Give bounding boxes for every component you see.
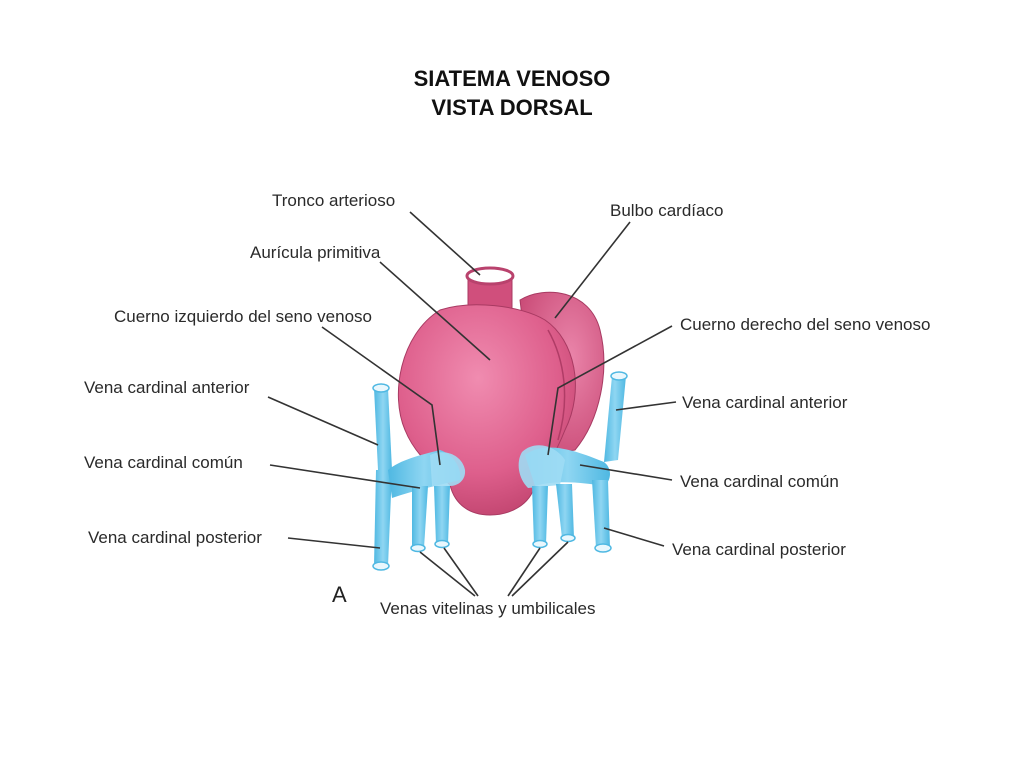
- label-vca-izq: Vena cardinal anterior: [84, 378, 250, 397]
- label-vcp-der: Vena cardinal posterior: [672, 540, 846, 559]
- leader-bulbo-cardiaco: [554, 221, 631, 319]
- label-cuerno-derecho: Cuerno derecho del seno venoso: [680, 315, 930, 334]
- left-posterior-opening: [372, 561, 390, 571]
- right-cuerno-seno-venoso-shape: [518, 445, 565, 488]
- label-vca-der: Vena cardinal anterior: [682, 393, 848, 412]
- tronco-arterioso-opening: [465, 266, 515, 286]
- label-bulbo-cardiaco: Bulbo cardíaco: [610, 201, 723, 220]
- leader-lines: [267, 211, 677, 597]
- left-vitelina-vein-2: [434, 486, 450, 544]
- right-vitelina-opening-1: [532, 539, 548, 549]
- leader-cuerno-derecho: [547, 325, 673, 456]
- right-vitelina-vein-1: [532, 486, 548, 544]
- label-vcc-der: Vena cardinal común: [680, 472, 839, 491]
- left-vitelina-opening-1: [410, 543, 426, 553]
- label-cuerno-izquierdo: Cuerno izquierdo del seno venoso: [114, 307, 372, 326]
- leader-vitelinas-4: [511, 541, 569, 597]
- left-vena-cardinal-posterior-shape: [374, 470, 392, 566]
- leader-vitelinas-2: [443, 547, 479, 597]
- labels: Tronco arterioso Bulbo cardíaco Aurícula…: [84, 191, 930, 618]
- left-vitelina-vein-1: [412, 486, 428, 548]
- leader-vca-der: [615, 401, 677, 411]
- label-auricula-primitiva: Aurícula primitiva: [250, 243, 381, 262]
- leader-auricula-primitiva: [379, 261, 491, 361]
- right-vena-cardinal-anterior-shape: [604, 376, 626, 462]
- left-anterior-opening: [372, 383, 390, 393]
- leader-tronco-arterioso: [409, 211, 481, 276]
- right-vena-cardinal-posterior-shape: [592, 480, 610, 548]
- leader-vitelinas-3: [507, 547, 541, 597]
- right-anterior-opening: [610, 371, 628, 381]
- leader-vcc-izq: [269, 464, 421, 489]
- leader-vcp-der: [603, 527, 665, 547]
- title-line-2: VISTA DORSAL: [431, 95, 593, 120]
- label-venas-vitelinas: Venas vitelinas y umbilicales: [380, 599, 595, 618]
- panel-letter: A: [332, 582, 347, 607]
- left-vitelina-opening-2: [434, 539, 450, 549]
- right-posterior-opening: [594, 543, 612, 553]
- left-vena-cardinal-anterior-shape: [374, 388, 392, 470]
- leader-cuerno-izquierdo: [321, 326, 441, 466]
- leader-vitelinas-1: [419, 551, 476, 597]
- right-vitelina-opening-2: [560, 533, 576, 543]
- label-vcc-izq: Vena cardinal común: [84, 453, 243, 472]
- diagram-title: SIATEMA VENOSO VISTA DORSAL: [0, 64, 1024, 122]
- auricula-fold: [547, 329, 566, 441]
- label-tronco-arterioso: Tronco arterioso: [272, 191, 395, 210]
- leader-vcc-der: [579, 464, 673, 481]
- title-line-1: SIATEMA VENOSO: [413, 66, 611, 91]
- right-venous-system: [518, 371, 628, 553]
- label-vcp-izq: Vena cardinal posterior: [88, 528, 262, 547]
- leader-vca-izq: [267, 396, 379, 446]
- right-vitelina-vein-2: [556, 484, 574, 538]
- leader-vcp-izq: [287, 537, 381, 549]
